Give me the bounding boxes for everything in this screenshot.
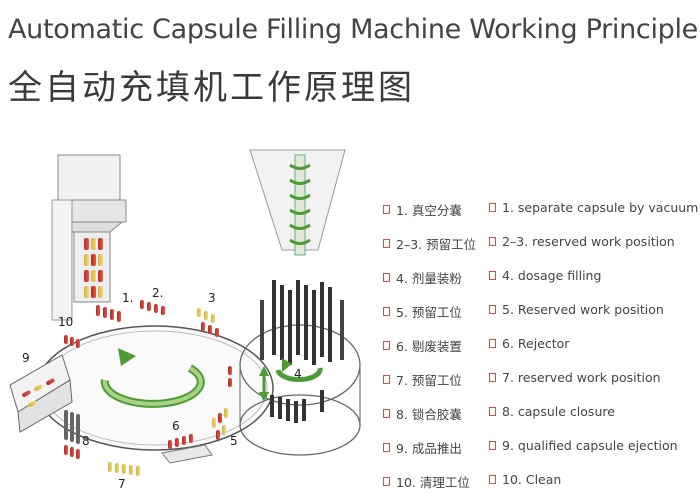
legend-label-en: 9. qualified capsule ejection [502, 438, 678, 453]
legend-item-en: 6. Rejector [489, 336, 569, 351]
legend-label-en: 6. Rejector [502, 336, 570, 351]
station-label-4: 4 [294, 367, 302, 381]
page-title-en: Automatic Capsule Filling Machine Workin… [8, 14, 698, 45]
bullet-icon [489, 373, 496, 382]
feeder-capsules [84, 238, 103, 298]
legend-label-en: 10. Clean [502, 472, 562, 487]
bullet-icon [489, 475, 496, 484]
bullet-icon [383, 273, 390, 282]
station-label-1: 1. [122, 291, 133, 305]
legend-label-en: 7. reserved work position [502, 370, 661, 385]
legend-item-zh: 10. 清理工位 [383, 472, 470, 491]
legend-label-zh: 7. 预留工位 [396, 373, 462, 388]
machine-diagram: 1. 2. 3 4 5 6 7 8 9 10 [9, 149, 361, 491]
station-capsules [64, 300, 232, 476]
legend-item-en: 1. separate capsule by vacuum [489, 200, 698, 215]
legend-item-en: 2–3. reserved work position [489, 234, 675, 249]
legend-label-zh: 9. 成品推出 [396, 441, 462, 456]
bullet-icon [489, 305, 496, 314]
bullet-icon [489, 407, 496, 416]
bullet-icon [489, 237, 496, 246]
bullet-icon [383, 477, 390, 486]
bullet-icon [383, 239, 390, 248]
legend-label-zh: 4. 剂量装粉 [396, 271, 462, 286]
legend-item-zh: 8. 锁合胶囊 [383, 404, 462, 423]
legend-label-zh: 6. 剔废装置 [396, 339, 462, 354]
dosing-turntable [239, 280, 361, 456]
legend-label-en: 8. capsule closure [502, 404, 615, 419]
legend-item-zh: 1. 真空分囊 [383, 200, 462, 219]
station-label-3: 3 [208, 291, 216, 305]
legend-label-zh: 5. 预留工位 [396, 305, 462, 320]
legend-label-en: 1. separate capsule by vacuum [502, 200, 699, 215]
station-label-8: 8 [82, 434, 90, 448]
legend-item-zh: 4. 剂量装粉 [383, 268, 462, 287]
legend-item-zh: 2–3. 预留工位 [383, 234, 476, 253]
legend-item-en: 7. reserved work position [489, 370, 661, 385]
bullet-icon [383, 443, 390, 452]
page-title-zh: 全自动充填机工作原理图 [8, 68, 415, 108]
ejection-tray [9, 354, 73, 433]
legend-label-zh: 8. 锁合胶囊 [396, 407, 462, 422]
legend-item-zh: 5. 预留工位 [383, 302, 462, 321]
bullet-icon [383, 409, 390, 418]
bullet-icon [383, 341, 390, 350]
legend-item-en: 10. Clean [489, 472, 561, 487]
legend-item-zh: 6. 剔废装置 [383, 336, 462, 355]
bullet-icon [489, 203, 496, 212]
legend-label-zh: 1. 真空分囊 [396, 203, 462, 218]
legend-label-en: 2–3. reserved work position [502, 234, 675, 249]
station-label-5: 5 [230, 434, 238, 448]
bullet-icon [383, 375, 390, 384]
station-label-9: 9 [22, 351, 30, 365]
legend-item-en: 4. dosage filling [489, 268, 601, 283]
bullet-icon [383, 205, 390, 214]
legend-item-en: 9. qualified capsule ejection [489, 438, 678, 453]
station-label-7: 7 [118, 477, 126, 491]
legend-item-en: 5. Reserved work position [489, 302, 664, 317]
legend-item-zh: 9. 成品推出 [383, 438, 462, 457]
station-label-6: 6 [172, 419, 180, 433]
rotation-arrow-icon [100, 348, 205, 408]
legend-label-zh: 2–3. 预留工位 [396, 237, 477, 252]
station-label-2: 2. [152, 286, 163, 300]
legend-label-zh: 10. 清理工位 [396, 475, 470, 490]
legend-label-en: 4. dosage filling [502, 268, 602, 283]
bullet-icon [383, 307, 390, 316]
bullet-icon [489, 441, 496, 450]
legend-item-en: 8. capsule closure [489, 404, 615, 419]
legend-item-zh: 7. 预留工位 [383, 370, 462, 389]
legend-label-en: 5. Reserved work position [502, 302, 664, 317]
station-label-10: 10 [58, 315, 73, 329]
bullet-icon [489, 271, 496, 280]
bullet-icon [489, 339, 496, 348]
dosing-hopper [249, 149, 346, 256]
